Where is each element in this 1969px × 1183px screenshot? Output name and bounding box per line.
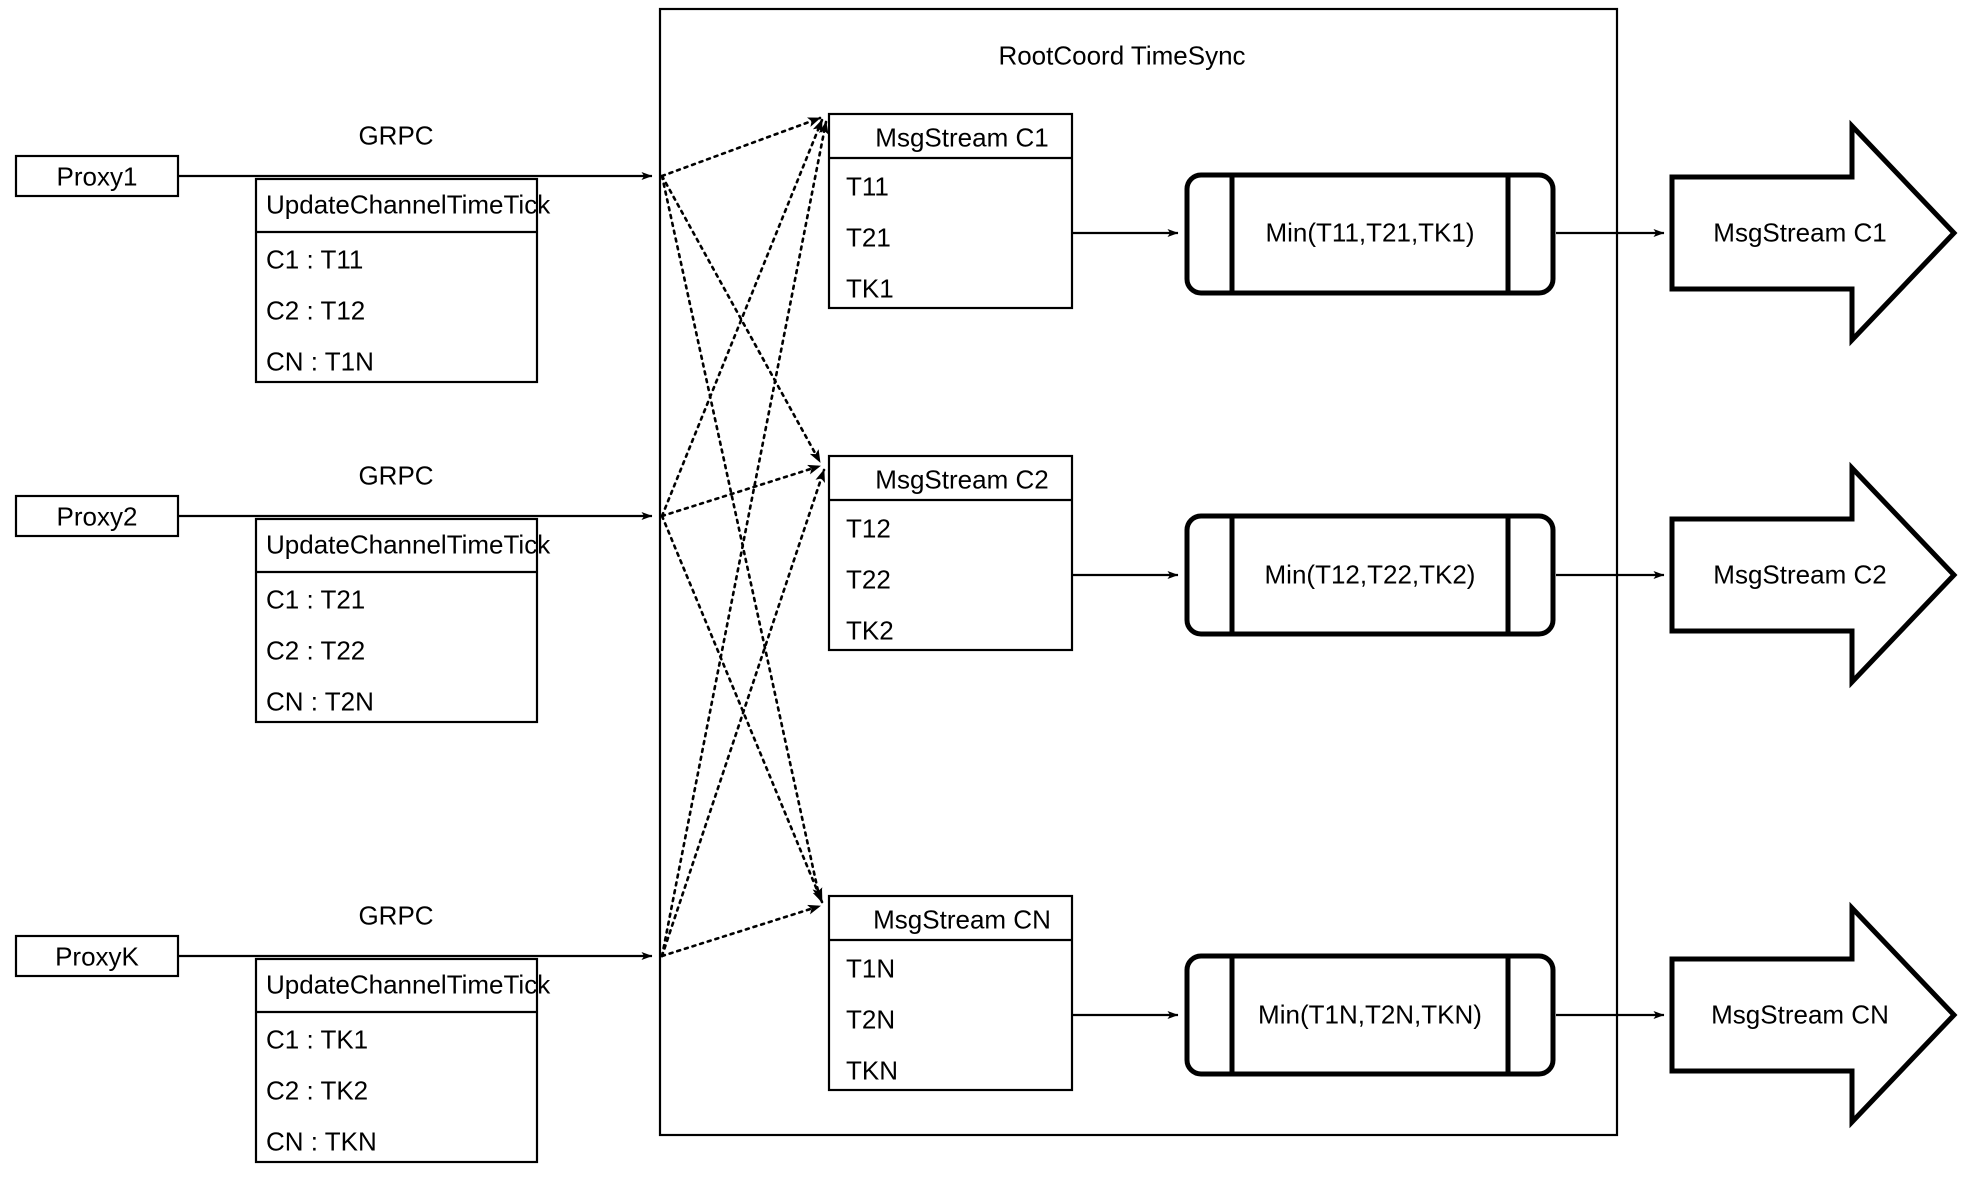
min-process-box-2 <box>1184 513 1556 637</box>
dotted-p2-c1 <box>660 118 824 518</box>
dotted-p2-cn <box>660 514 824 904</box>
output-block-arrow-1 <box>1669 119 1958 347</box>
rootcoord-timesync-container <box>658 7 1619 1137</box>
dotted-p2-c2 <box>660 464 822 518</box>
min-process-box-3 <box>1184 953 1556 1077</box>
proxy-box-1 <box>14 154 180 198</box>
timetick-table-2 <box>254 517 539 724</box>
dotted-p1-c2 <box>660 174 822 464</box>
dotted-p1-c1 <box>660 116 822 178</box>
dotted-pk-cn <box>660 904 822 958</box>
output-block-arrow-2 <box>1669 461 1958 689</box>
msgstream-box-2 <box>827 454 1074 652</box>
timetick-table-3 <box>254 957 539 1164</box>
min-process-box-1 <box>1184 172 1556 296</box>
proxy-box-3 <box>14 934 180 978</box>
dotted-pk-c2 <box>660 468 826 958</box>
output-block-arrow-3 <box>1669 901 1958 1129</box>
dotted-p1-cn <box>660 174 823 902</box>
dotted-pk-c1 <box>660 120 829 958</box>
proxy-box-2 <box>14 494 180 538</box>
timetick-table-1 <box>254 177 539 384</box>
msgstream-box-1 <box>827 112 1074 310</box>
msgstream-box-3 <box>827 894 1074 1092</box>
